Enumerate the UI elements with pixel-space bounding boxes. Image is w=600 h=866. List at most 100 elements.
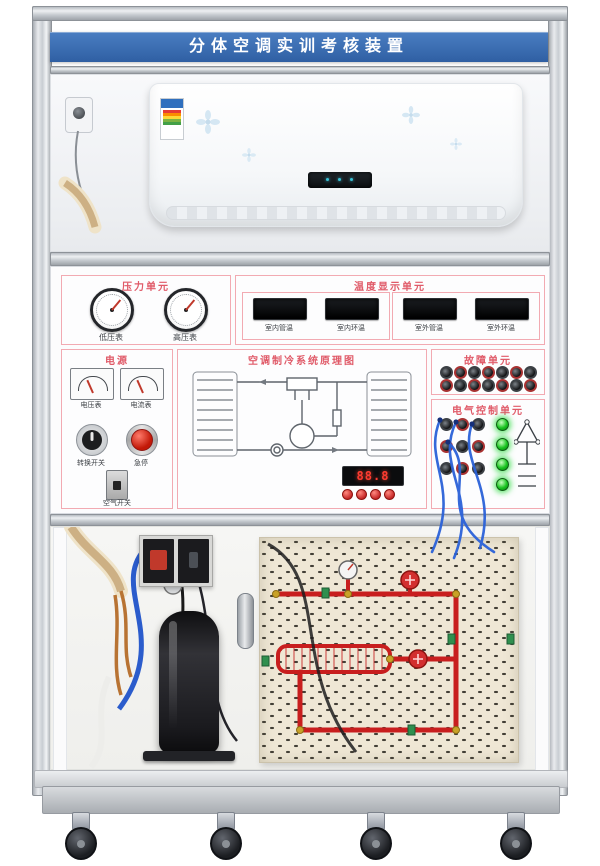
base-platform-body [42, 786, 560, 814]
caster-wheel [64, 812, 98, 862]
fault-jack[interactable] [496, 366, 509, 379]
pegboard-panel [259, 537, 519, 763]
temp-display-4-label: 室外环温 [487, 325, 515, 332]
controller-module-relay[interactable] [178, 539, 209, 583]
breaker-label: 空气开关 [103, 500, 131, 507]
controller-button-3[interactable] [370, 489, 381, 500]
voltmeter-label: 电压表 [80, 402, 102, 409]
power-outlet[interactable] [65, 97, 93, 133]
flower-icon [450, 138, 462, 150]
wall-cables [58, 130, 102, 234]
caster-wheel [359, 812, 393, 862]
ammeter [120, 368, 164, 400]
fault-jack[interactable] [496, 379, 509, 392]
frame-rail-mid [50, 252, 550, 266]
frame-post-left [32, 6, 52, 796]
controller-button-1[interactable] [342, 489, 353, 500]
control-panel: 压力单元 低压表 高压表 温度显示单元 室内管温 室内环温 室外管温 室外环温 [50, 266, 550, 514]
control-jack[interactable] [472, 418, 485, 431]
flower-icon [242, 148, 256, 162]
control-jack[interactable] [440, 462, 453, 475]
temp-display-1-label: 室内管温 [265, 325, 293, 332]
fault-jack[interactable] [482, 366, 495, 379]
ac-indoor-unit [149, 83, 523, 227]
emergency-stop-button[interactable] [126, 424, 158, 456]
temp-display-3-label: 室外管温 [415, 325, 443, 332]
frame-rail-top [32, 6, 568, 21]
inner-upright-right [535, 527, 549, 771]
fault-jack[interactable] [468, 379, 481, 392]
control-jack[interactable] [456, 418, 469, 431]
fault-jack[interactable] [482, 379, 495, 392]
electric-unit-title: 电气控制单元 [452, 406, 524, 417]
frame-rail-lower [50, 514, 550, 526]
green-indicator-led [496, 438, 509, 451]
fault-jack[interactable] [524, 379, 537, 392]
fault-jack[interactable] [524, 366, 537, 379]
temp-display-3 [403, 298, 457, 320]
temp-controller-display: 88.8 [342, 466, 404, 486]
control-jack[interactable] [456, 462, 469, 475]
ac-section [50, 74, 550, 252]
green-indicator-led [496, 478, 509, 491]
high-pressure-gauge [164, 288, 208, 332]
energy-label [160, 98, 184, 140]
circuit-breaker[interactable] [106, 470, 128, 500]
control-jack[interactable] [456, 440, 469, 453]
selector-switch[interactable] [76, 424, 108, 456]
page-title: 分体空调实训考核装置 [188, 38, 409, 55]
pressure-unit-box: 压力单元 低压表 高压表 [61, 275, 231, 345]
fault-unit-title: 故障单元 [464, 356, 512, 367]
temp-display-2 [325, 298, 379, 320]
fault-jack[interactable] [440, 366, 453, 379]
fault-unit-box: 故障单元 [431, 349, 545, 395]
temp-display-4 [475, 298, 529, 320]
temperature-subbox-indoor: 室内管温 室内环温 [242, 292, 390, 340]
machine-section [50, 526, 550, 771]
controller-button-2[interactable] [356, 489, 367, 500]
caster-wheel [499, 812, 533, 862]
fault-jack[interactable] [468, 366, 481, 379]
compressor [159, 611, 219, 753]
ac-vent [166, 206, 506, 220]
flower-icon [402, 106, 420, 124]
fault-jack[interactable] [454, 366, 467, 379]
refrigerant-controller-box [139, 535, 213, 587]
fault-jack[interactable] [510, 379, 523, 392]
energy-label-header [161, 99, 183, 108]
controller-button-4[interactable] [384, 489, 395, 500]
estop-mushroom-icon [131, 429, 153, 451]
pressure-unit-title: 压力单元 [122, 282, 170, 293]
temperature-unit-box: 温度显示单元 室内管温 室内环温 室外管温 室外环温 [235, 275, 545, 345]
title-banner: 分体空调实训考核装置 [50, 32, 548, 62]
temperature-unit-title: 温度显示单元 [354, 282, 426, 293]
temp-display-1 [253, 298, 307, 320]
plug-icon [73, 107, 85, 119]
controller-module-switch[interactable] [143, 539, 174, 583]
low-pressure-gauge [90, 288, 134, 332]
frame-rail-under-title [50, 66, 550, 74]
low-pressure-gauge-label: 低压表 [99, 333, 123, 342]
temperature-subbox-outdoor: 室外管温 室外环温 [392, 292, 540, 340]
control-jack[interactable] [472, 462, 485, 475]
control-jack[interactable] [440, 440, 453, 453]
refrigeration-schematic-svg [192, 371, 412, 457]
selector-knob-icon [82, 430, 102, 450]
compressor-base-plate [143, 751, 235, 761]
flower-icon [196, 110, 220, 134]
refrigerant-piping-svg [261, 542, 515, 753]
temp-display-2-label: 室内环温 [337, 325, 365, 332]
control-jack[interactable] [472, 440, 485, 453]
control-jack[interactable] [440, 418, 453, 431]
fault-jack[interactable] [510, 366, 523, 379]
power-unit-title: 电源 [105, 356, 129, 367]
fault-jack[interactable] [440, 379, 453, 392]
electric-unit-box: 电气控制单元 [431, 399, 545, 509]
fault-jack[interactable] [454, 379, 467, 392]
schematic-title: 空调制冷系统原理图 [248, 356, 356, 367]
voltmeter [70, 368, 114, 400]
energy-label-bars [163, 110, 181, 130]
ammeter-label: 电流表 [130, 402, 152, 409]
high-pressure-gauge-label: 高压表 [173, 333, 197, 342]
